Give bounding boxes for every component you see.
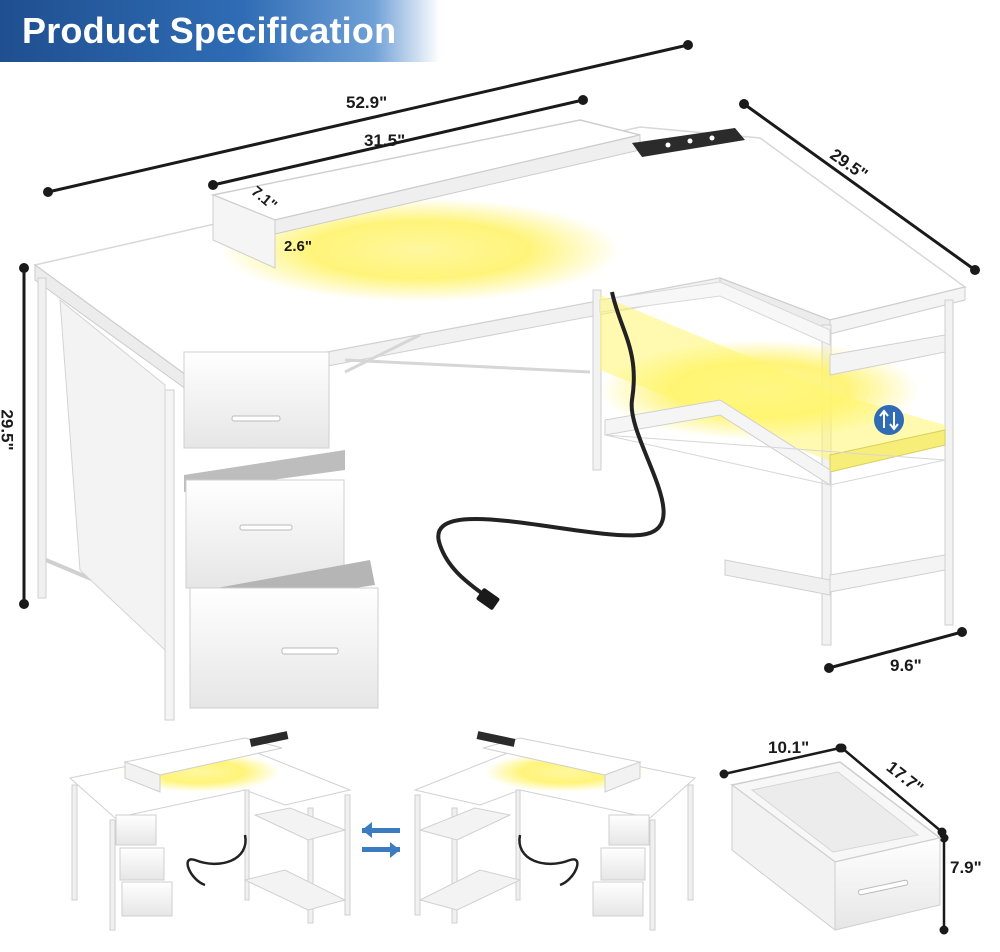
shelf-height-label: 2.6" [284, 238, 312, 255]
main-desk [33, 119, 967, 721]
reversible-icon [874, 405, 904, 435]
dimension-lines [19, 40, 980, 935]
drawer-box-illustration [730, 761, 942, 932]
drawer-height-label: 7.9" [950, 858, 982, 877]
total-length-label: 52.9" [346, 93, 388, 112]
drawer-width-label: 10.1" [768, 738, 810, 757]
header-banner: Product Specification [0, 0, 440, 62]
height-label: 29.5" [0, 409, 17, 451]
swap-arrows-icon [362, 822, 400, 858]
power-plug [476, 588, 500, 610]
desk-thumbnail-left [68, 731, 352, 931]
side-shelf-unit [592, 281, 954, 646]
side-width-label: 9.6" [890, 656, 922, 675]
power-cord [436, 291, 666, 602]
drawers [183, 351, 379, 709]
desk-thumbnail-right [413, 731, 697, 931]
shelf-length-label: 31.5" [364, 131, 406, 150]
page-title: Product Specification [22, 10, 397, 51]
